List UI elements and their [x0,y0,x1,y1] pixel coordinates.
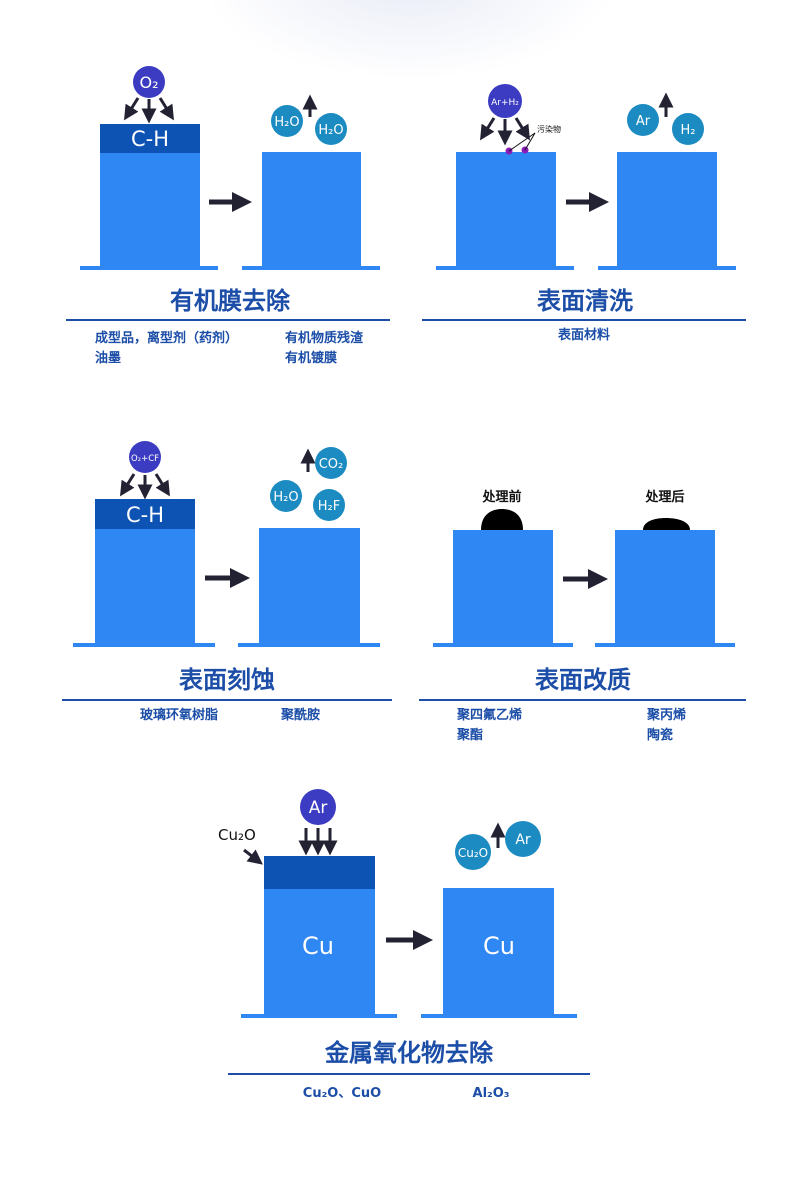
oxide-label: Cu₂O [218,826,256,844]
o2-label: O₂ [139,73,158,92]
panel-organic-removal: C-H O₂ H₂O H₂O 有机膜去除 成型品，离型剂（药剂） 油墨 有机物质… [66,66,390,366]
substrate-base [80,266,218,270]
h2-label: H₂ [681,123,696,138]
panel-title: 表面改质 [535,666,631,694]
substrate-base-after [595,643,735,647]
ar-label: Ar [636,114,651,129]
note: 陶瓷 [647,727,673,743]
substrate-base [436,266,574,270]
note: 聚酰胺 [280,707,320,723]
substrate-block-after [617,152,717,266]
droplet-after [643,518,690,530]
substrate-base-after [598,266,736,270]
h2o-molecule [271,105,303,137]
substrate-block-after [259,528,360,643]
cu2o-molecule [455,834,491,870]
ar-h2-label: Ar+H₂ [491,98,519,108]
title-underline [419,699,746,701]
ar-label: Ar [309,798,328,818]
contaminant-label: 污染物 [537,124,561,134]
panel-oxide-removal: Cu Ar Cu₂O Cu Cu₂O Ar 金属氧化物去除 Cu₂O、CuO A… [218,789,590,1101]
substrate-base-after [242,266,380,270]
down-left-arrow-icon [120,473,136,497]
cu2o-label: Cu₂O [458,846,488,860]
panel-surface-etching: C-H O₂+CF CO₂ H₂O H₂F 表面刻蚀 玻璃环氧树脂 聚酰胺 [62,441,392,723]
note: 有机镀膜 [285,350,337,366]
title-underline [228,1073,590,1075]
note: 玻璃环氧树脂 [140,707,218,723]
ar-molecule [627,104,659,136]
note: 聚酯 [456,727,483,743]
substrate-base-after [421,1014,577,1018]
ar-molecule [300,789,336,825]
note: 表面材料 [557,327,610,343]
oxide-layer [264,856,375,889]
pointer-arrow-icon [243,848,263,865]
ar-molecule-out [505,821,541,857]
panel-surface-modification: 处理前 处理后 表面改质 聚四氟乙烯 聚酯 聚丙烯 陶瓷 [419,489,746,743]
down-left-arrow-icon [124,97,140,121]
after-label: 处理后 [644,489,684,505]
ar-label-out: Ar [515,832,531,848]
o2-cf-label: O₂+CF [131,454,159,464]
note: 聚丙烯 [646,707,686,723]
substrate-block [453,530,553,643]
panel-surface-cleaning: 污染物 Ar+H₂ Ar H₂ 表面清洗 表面材料 [422,84,746,343]
callout-line [508,132,536,152]
ch-layer [100,124,200,153]
down-right-arrow-icon [154,473,170,497]
ch-layer-label: C-H [131,127,169,151]
substrate-block-after [615,530,715,643]
droplet-before [481,509,523,530]
note: 油墨 [95,350,121,366]
substrate-base [241,1014,397,1018]
substrate-base [433,643,573,647]
ch-layer [95,499,195,529]
h2-molecule [672,113,704,145]
h2o-molecule [315,113,347,145]
panel-title: 表面刻蚀 [179,666,275,694]
down-left-arrow-icon [480,117,496,141]
note: 有机物质残渣 [285,330,364,346]
panel-title: 金属氧化物去除 [324,1039,494,1067]
cu-label: Cu [302,932,334,960]
h2f-label: H₂F [318,499,340,514]
ar-h2-molecule [488,84,522,118]
cu-block-after [443,888,554,1014]
co2-label: CO₂ [319,457,344,472]
title-underline [66,319,390,321]
h2o-label: H₂O [318,123,343,138]
note: Cu₂O、CuO [303,1086,381,1101]
o2-cf-molecule [129,441,161,473]
co2-molecule [315,447,347,479]
background-glow [200,0,620,80]
substrate-block [456,152,556,266]
substrate-block [95,528,195,643]
down-right-arrow-icon [514,117,530,141]
panel-title: 表面清洗 [537,287,633,315]
cu-label-after: Cu [483,932,515,960]
substrate-block [100,152,200,266]
note: Al₂O₃ [473,1086,510,1101]
title-underline [62,699,392,701]
substrate-base [73,643,215,647]
before-label: 处理前 [481,489,521,505]
substrate-base-after [238,643,380,647]
note: 聚四氟乙烯 [456,707,522,723]
o2-molecule [133,66,165,98]
title-underline [422,319,746,321]
substrate-block-after [262,152,361,266]
h2o-label: H₂O [273,490,298,505]
note: 成型品，离型剂（药剂） [95,330,238,346]
down-right-arrow-icon [158,97,174,121]
cu-block [264,888,375,1014]
h2o-molecule [270,480,302,512]
h2f-molecule [313,489,345,521]
h2o-label: H₂O [274,115,299,130]
callout-line [524,132,536,151]
panel-title: 有机膜去除 [170,287,291,315]
ch-layer-label: C-H [126,503,164,527]
